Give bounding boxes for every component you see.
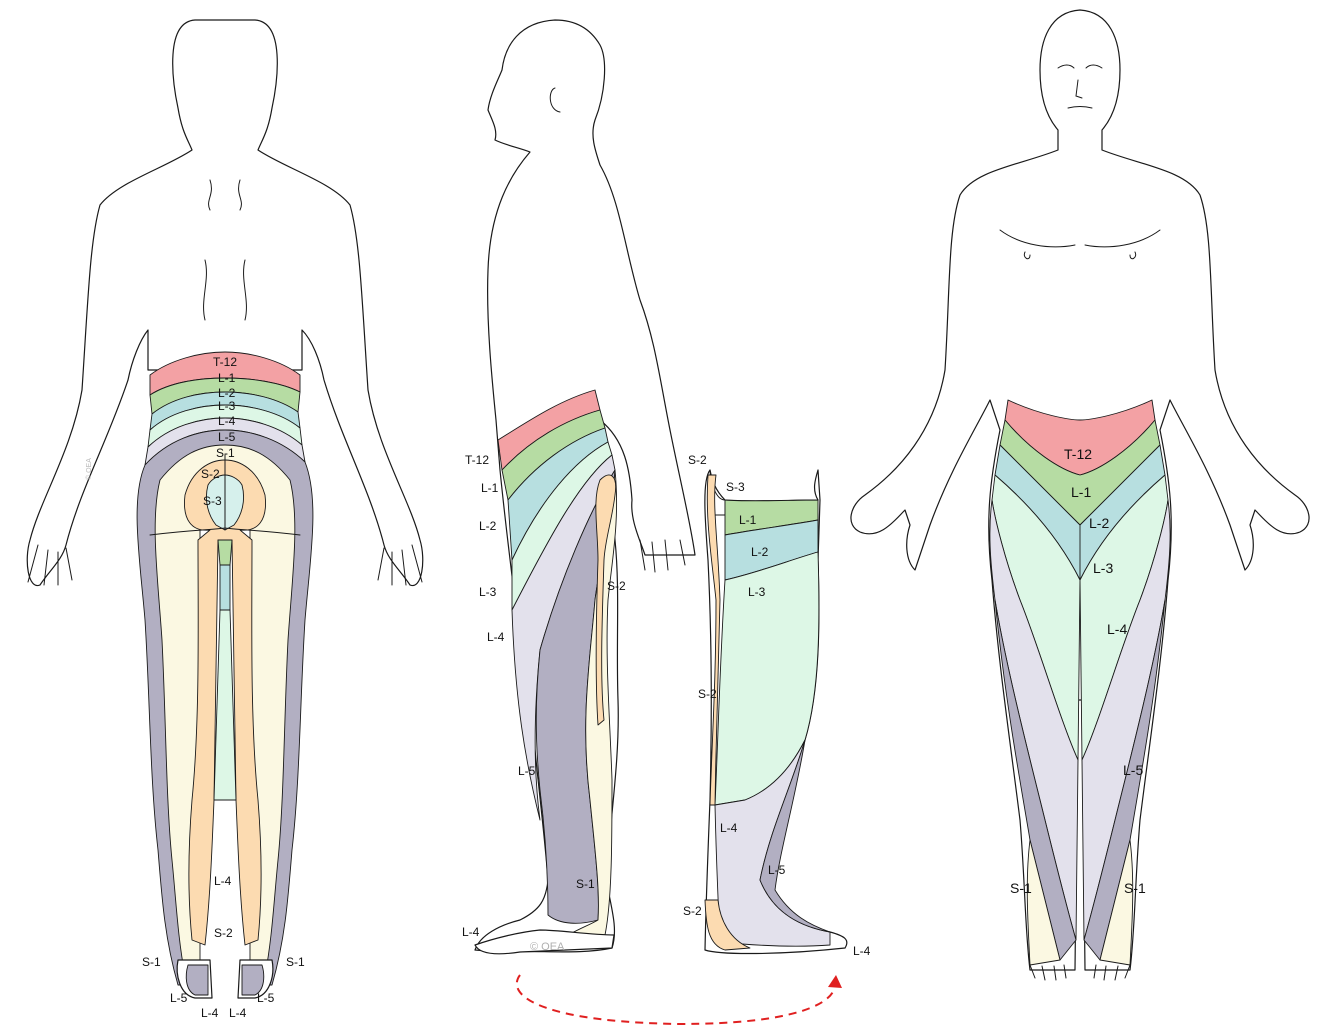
back-label-s1-right: S-1 bbox=[286, 955, 305, 969]
back-view-figure bbox=[27, 20, 423, 998]
side-label-l1: L-1 bbox=[481, 481, 499, 495]
inner-label-l1: L-1 bbox=[739, 513, 757, 527]
back-label-l4-right: L-4 bbox=[229, 1006, 247, 1020]
back-label-l3: L-3 bbox=[218, 399, 236, 413]
front-label-l2: L-2 bbox=[1089, 515, 1109, 531]
front-label-s1-left: S-1 bbox=[1010, 880, 1032, 896]
inner-label-l4: L-4 bbox=[720, 821, 738, 835]
side-label-s2: S-2 bbox=[607, 579, 626, 593]
side-label-s1: S-1 bbox=[576, 877, 595, 891]
inner-label-l4-foot: L-4 bbox=[853, 944, 871, 958]
back-label-l5-right: L-5 bbox=[257, 991, 275, 1005]
inner-label-l3: L-3 bbox=[748, 585, 766, 599]
inner-label-s2-heel: S-2 bbox=[683, 904, 702, 918]
side-label-l2: L-2 bbox=[479, 519, 497, 533]
back-label-l4: L-4 bbox=[218, 414, 236, 428]
inner-label-s3: S-3 bbox=[726, 480, 745, 494]
side-label-l3: L-3 bbox=[479, 585, 497, 599]
back-label-l4-left: L-4 bbox=[201, 1006, 219, 1020]
back-copyright: © OEA bbox=[85, 458, 93, 480]
inner-label-l5: L-5 bbox=[768, 863, 786, 877]
rotation-arrow-icon bbox=[517, 975, 842, 1024]
back-band-center-strip bbox=[218, 540, 232, 565]
front-label-s1-right: S-1 bbox=[1124, 880, 1146, 896]
back-band-center-strip-2 bbox=[220, 565, 230, 610]
back-label-l5-left: L-5 bbox=[170, 991, 188, 1005]
back-label-l2: L-2 bbox=[218, 386, 236, 400]
back-label-s3: S-3 bbox=[203, 494, 222, 508]
front-label-l3: L-3 bbox=[1093, 560, 1113, 576]
back-label-s2: S-2 bbox=[201, 467, 220, 481]
front-label-t12: T-12 bbox=[1064, 446, 1092, 462]
back-left-foot-l5 bbox=[186, 965, 208, 995]
back-label-l4-calf: L-4 bbox=[214, 874, 232, 888]
front-label-l5: L-5 bbox=[1123, 762, 1143, 778]
back-band-center-strip-3 bbox=[214, 610, 236, 800]
side-label-l4-foot: L-4 bbox=[462, 925, 480, 939]
back-label-t12: T-12 bbox=[213, 355, 237, 369]
back-label-l1: L-1 bbox=[218, 371, 236, 385]
side-copyright: © OEA bbox=[530, 941, 565, 953]
inner-band-l3 bbox=[715, 552, 819, 805]
back-label-l5: L-5 bbox=[218, 430, 236, 444]
front-label-l1: L-1 bbox=[1071, 484, 1091, 500]
inner-label-s2-top: S-2 bbox=[688, 453, 707, 467]
inner-leg-figure bbox=[705, 470, 847, 954]
inner-label-s2-mid: S-2 bbox=[698, 687, 717, 701]
side-label-l5: L-5 bbox=[518, 764, 536, 778]
back-label-s2-heel: S-2 bbox=[214, 926, 233, 940]
inner-label-l2: L-2 bbox=[751, 545, 769, 559]
back-label-s1-left: S-1 bbox=[142, 955, 161, 969]
back-label-s1: S-1 bbox=[216, 446, 235, 460]
front-label-l4: L-4 bbox=[1107, 621, 1127, 637]
side-label-t12: T-12 bbox=[465, 453, 489, 467]
side-label-l4: L-4 bbox=[487, 630, 505, 644]
side-view-figure bbox=[475, 20, 695, 954]
